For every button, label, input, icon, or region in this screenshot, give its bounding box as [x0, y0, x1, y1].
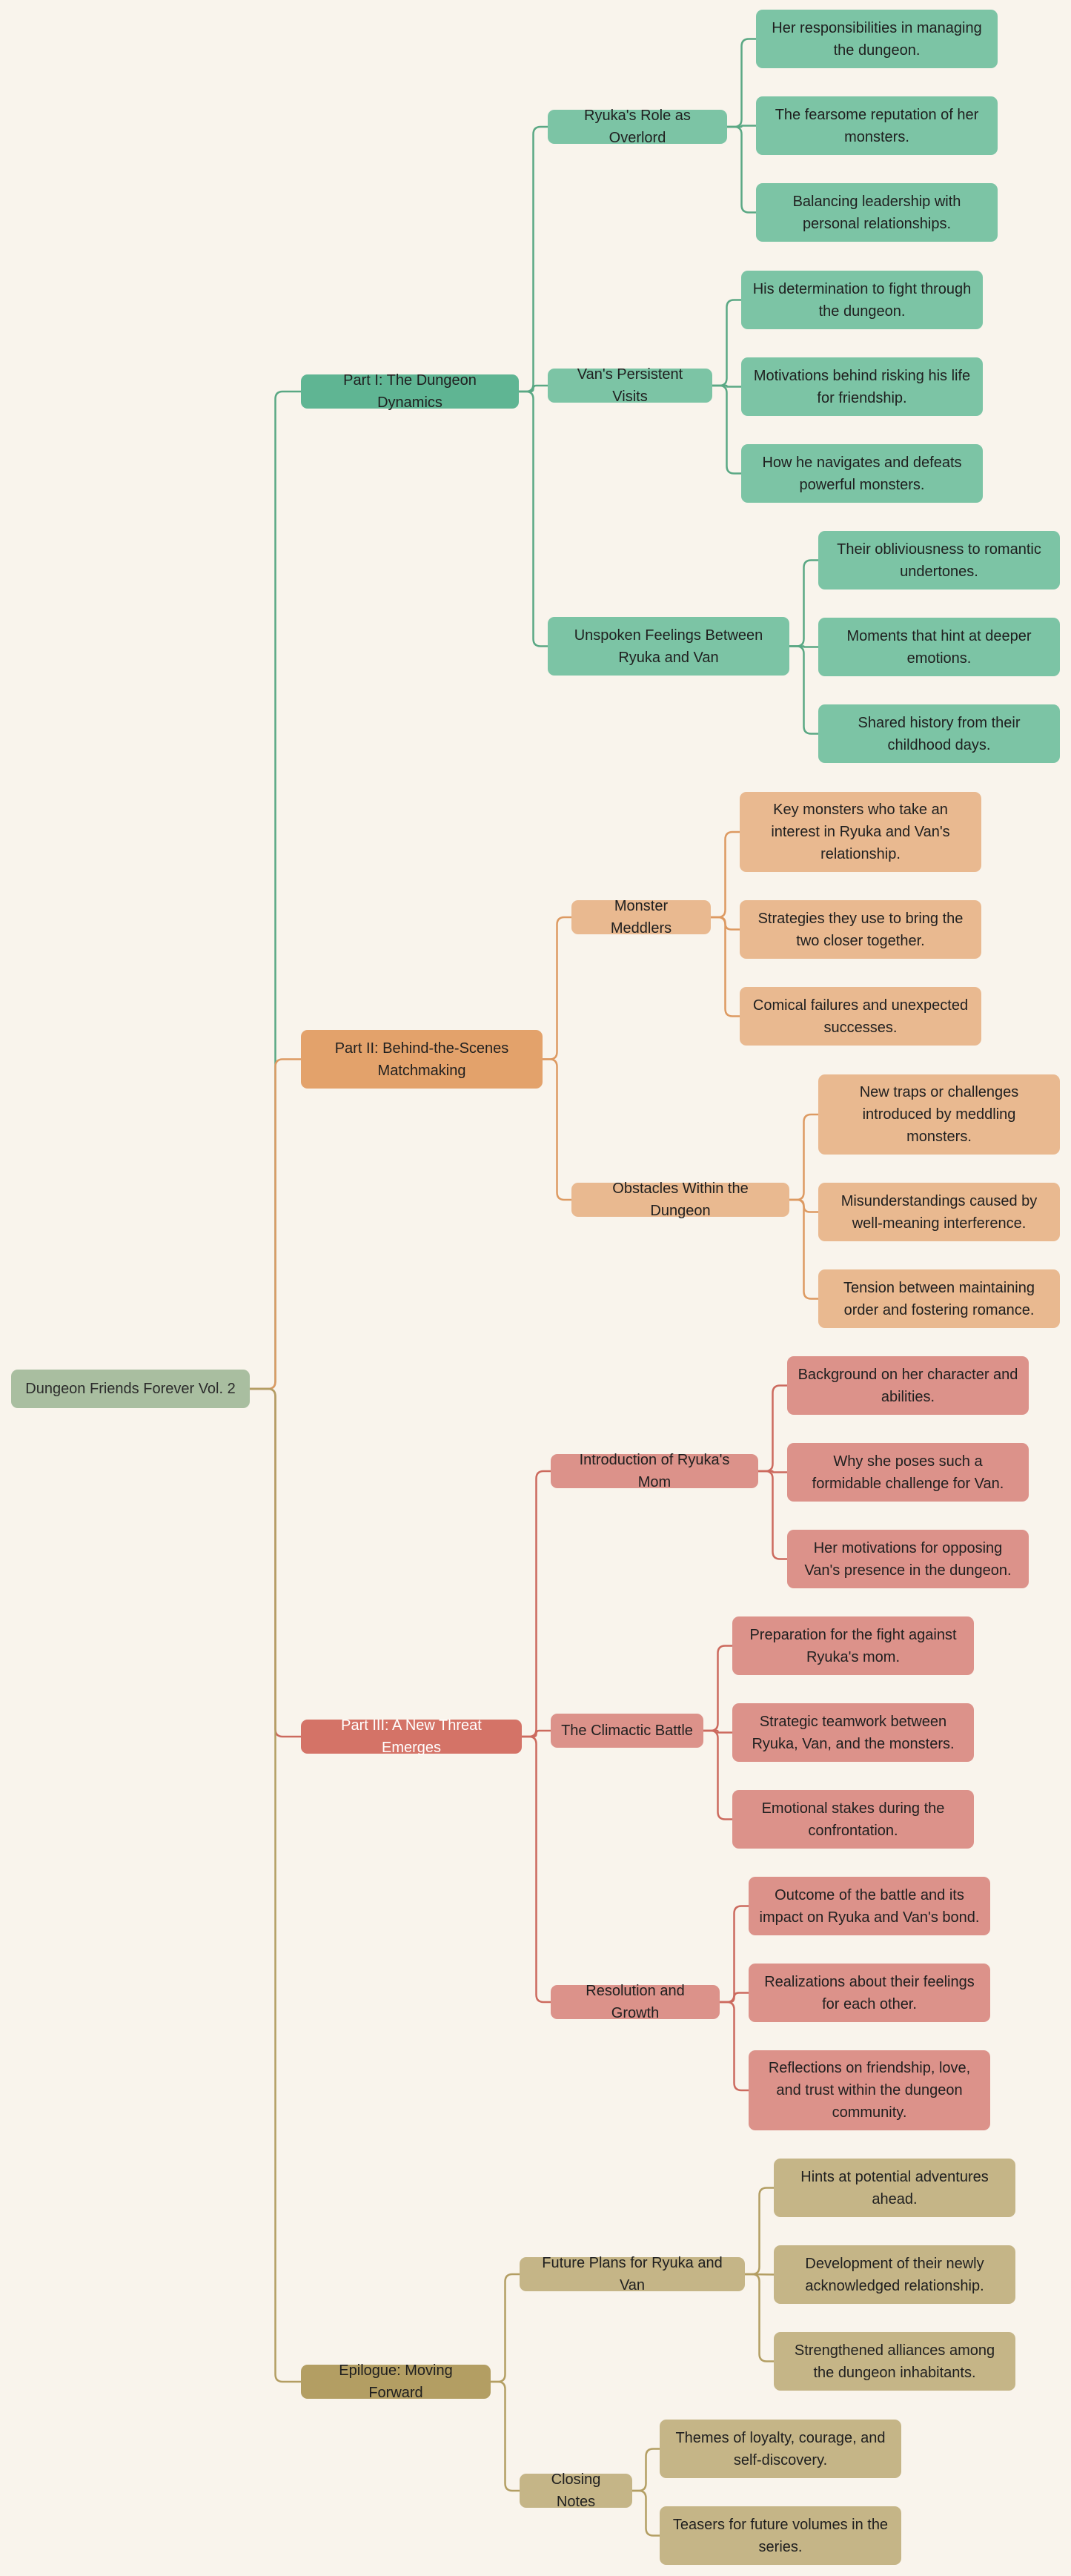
leaf-node[interactable]: Motivations behind risking his life for …	[741, 357, 983, 416]
connector-line	[789, 1198, 818, 1300]
connector-line	[491, 2273, 520, 2383]
leaf-node[interactable]: His determination to fight through the d…	[741, 271, 983, 329]
leaf-node[interactable]: Teasers for future volumes in the series…	[660, 2506, 901, 2565]
connector-line	[250, 1387, 301, 2383]
topic-unspoken-feelings[interactable]: Unspoken Feelings Between Ryuka and Van	[548, 617, 789, 676]
connector-line	[727, 125, 756, 128]
connector-line	[250, 1058, 301, 1390]
leaf-node[interactable]: Preparation for the fight against Ryuka'…	[732, 1616, 974, 1675]
connector-line	[745, 2187, 774, 2276]
leaf-node[interactable]: Why she poses such a formidable challeng…	[787, 1443, 1029, 1502]
connector-line	[519, 390, 548, 647]
connector-line	[789, 645, 818, 735]
branch-epilogue[interactable]: Epilogue: Moving Forward	[301, 2362, 491, 2401]
topic-obstacles[interactable]: Obstacles Within the Dungeon	[571, 1180, 789, 1219]
connector-line	[720, 2001, 749, 2092]
connector-line	[720, 1992, 749, 2004]
connector-line	[703, 1729, 732, 1820]
connector-line	[543, 916, 571, 1060]
leaf-node[interactable]: Strategic teamwork between Ryuka, Van, a…	[732, 1703, 974, 1762]
connector-line	[712, 384, 741, 475]
topic-climactic-battle[interactable]: The Climactic Battle	[551, 1714, 703, 1748]
leaf-node[interactable]: Balancing leadership with personal relat…	[756, 183, 998, 242]
leaf-node[interactable]: Their obliviousness to romantic underton…	[818, 531, 1060, 589]
leaf-node[interactable]: Themes of loyalty, courage, and self-dis…	[660, 2420, 901, 2478]
connector-line	[711, 916, 740, 1017]
connector-line	[522, 1729, 551, 1738]
leaf-node[interactable]: The fearsome reputation of her monsters.	[756, 96, 998, 155]
connector-line	[632, 2489, 660, 2537]
connector-line	[789, 1113, 818, 1201]
connector-line	[745, 2273, 774, 2362]
connector-line	[727, 38, 756, 128]
topic-ryuka-mom[interactable]: Introduction of Ryuka's Mom	[551, 1452, 758, 1490]
leaf-node[interactable]: Background on her character and abilitie…	[787, 1356, 1029, 1415]
topic-future-plans[interactable]: Future Plans for Ryuka and Van	[520, 2255, 745, 2293]
connector-line	[703, 1729, 732, 1734]
leaf-node[interactable]: Moments that hint at deeper emotions.	[818, 618, 1060, 676]
leaf-node[interactable]: Development of their newly acknowledged …	[774, 2245, 1015, 2304]
leaf-node[interactable]: Comical failures and unexpected successe…	[740, 987, 981, 1046]
leaf-node[interactable]: Her motivations for opposing Van's prese…	[787, 1530, 1029, 1588]
leaf-node[interactable]: Outcome of the battle and its impact on …	[749, 1877, 990, 1935]
leaf-node[interactable]: How he navigates and defeats powerful mo…	[741, 444, 983, 503]
leaf-node[interactable]: Key monsters who take an interest in Ryu…	[740, 792, 981, 872]
topic-resolution[interactable]: Resolution and Growth	[551, 1983, 720, 2021]
connector-line	[758, 1470, 787, 1560]
connector-line	[491, 2380, 520, 2492]
leaf-node[interactable]: Misunderstandings caused by well-meaning…	[818, 1183, 1060, 1241]
topic-monster-meddlers[interactable]: Monster Meddlers	[571, 898, 711, 937]
connector-line	[519, 125, 548, 393]
branch-part-3[interactable]: Part III: A New Threat Emerges	[301, 1717, 522, 1756]
leaf-node[interactable]: Strengthened alliances among the dungeon…	[774, 2332, 1015, 2391]
connector-line	[522, 1735, 551, 2004]
leaf-node[interactable]: Tension between maintaining order and fo…	[818, 1269, 1060, 1328]
leaf-node[interactable]: Hints at potential adventures ahead.	[774, 2159, 1015, 2217]
leaf-node[interactable]: Reflections on friendship, love, and tru…	[749, 2050, 990, 2130]
connector-line	[703, 1645, 732, 1732]
connector-line	[727, 125, 756, 214]
connector-line	[543, 1058, 571, 1201]
leaf-node[interactable]: Realizations about their feelings for ea…	[749, 1964, 990, 2022]
connector-line	[712, 384, 741, 388]
connector-line	[789, 559, 818, 647]
topic-closing-notes[interactable]: Closing Notes	[520, 2471, 632, 2510]
leaf-node[interactable]: Strategies they use to bring the two clo…	[740, 900, 981, 959]
connector-line	[519, 384, 548, 393]
leaf-node[interactable]: Her responsibilities in managing the dun…	[756, 10, 998, 68]
connector-line	[758, 1470, 787, 1473]
branch-part-2[interactable]: Part II: Behind-the-Scenes Matchmaking	[301, 1030, 543, 1089]
connector-line	[522, 1470, 551, 1738]
connector-line	[712, 299, 741, 387]
connector-line	[758, 1384, 787, 1473]
branch-part-1[interactable]: Part I: The Dungeon Dynamics	[301, 372, 519, 411]
leaf-node[interactable]: New traps or challenges introduced by me…	[818, 1074, 1060, 1155]
topic-ryuka-role[interactable]: Ryuka's Role as Overlord	[548, 108, 727, 146]
root-node[interactable]: Dungeon Friends Forever Vol. 2	[11, 1370, 250, 1408]
leaf-node[interactable]: Emotional stakes during the confrontatio…	[732, 1790, 974, 1849]
connector-line	[632, 2448, 660, 2492]
leaf-node[interactable]: Shared history from their childhood days…	[818, 704, 1060, 763]
topic-van-visits[interactable]: Van's Persistent Visits	[548, 366, 712, 405]
connector-line	[720, 1905, 749, 2004]
connector-line	[711, 830, 740, 919]
